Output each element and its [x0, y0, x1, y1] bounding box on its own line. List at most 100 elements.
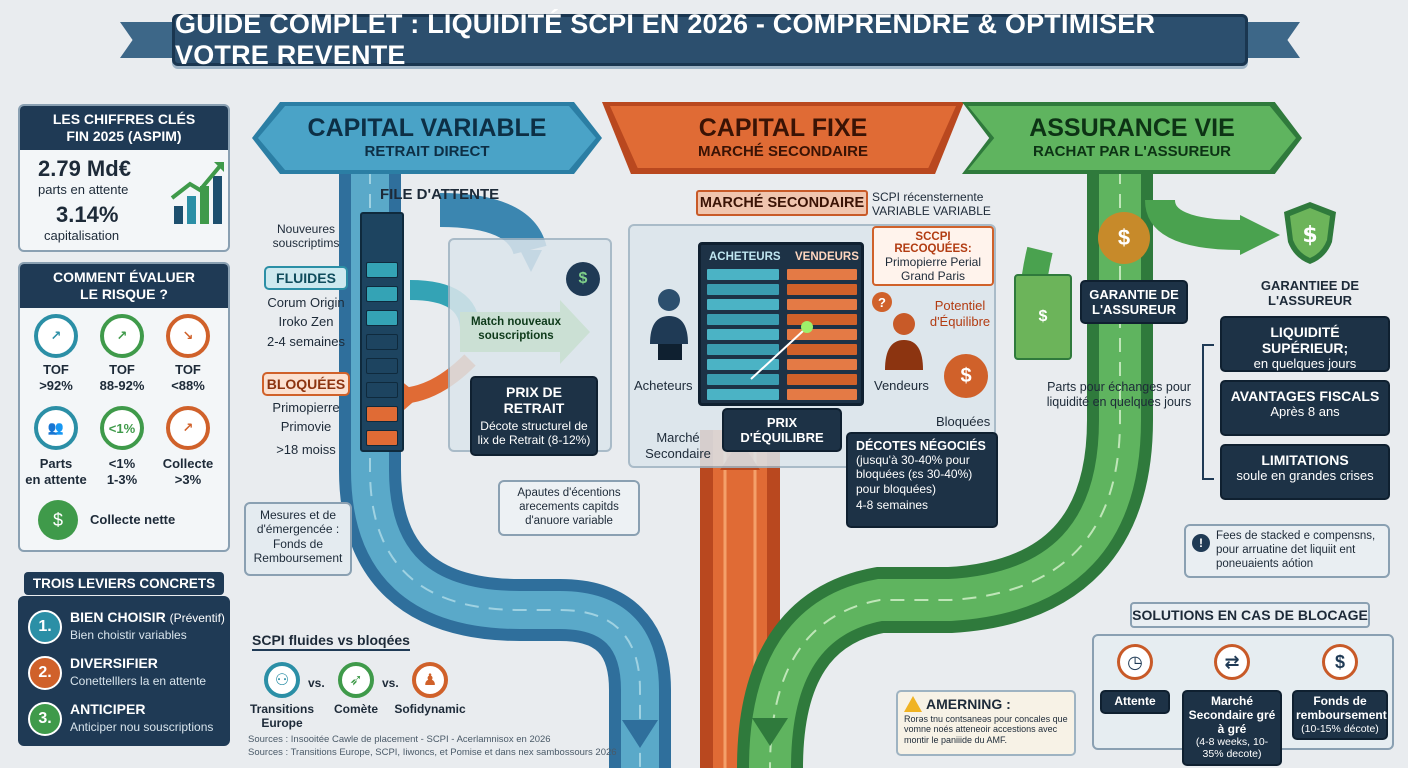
discounts-time: 4-8 semaines: [856, 498, 929, 513]
levers-heading: TROIS LEVIERS CONCRETS: [24, 572, 224, 595]
emergency-note: Mesures et de d'émergencée : Fonds de Re…: [244, 502, 352, 576]
risk-line1: Parts: [39, 456, 73, 471]
assurance-vie-subtitle: RACHAT PAR L'ASSUREUR: [1032, 143, 1231, 160]
key-figures-panel: LES CHIFFRES CLÉS FIN 2025 (ASPIM) 2.79 …: [18, 104, 230, 252]
risk-line1: Collecte: [162, 456, 214, 471]
fees-note: Fees de stacked e compensns, pour arruat…: [1216, 530, 1376, 570]
queue-slot: [366, 430, 398, 446]
discounts-box: DÉCOTES NÉGOCIÉS (jusqu'à 30-40% pour bl…: [846, 432, 998, 528]
seller-row: [787, 314, 857, 325]
lever-number: 3.: [28, 702, 62, 736]
key-figure-value-2: 3.14%: [56, 202, 119, 227]
key-figure-label-2: capitalisation: [44, 228, 120, 243]
risk-line2: 1-3%: [106, 472, 138, 487]
queue-slot: [366, 334, 398, 350]
key-figures-heading: LES CHIFFRES CLÉS FIN 2025 (ASPIM): [20, 106, 228, 150]
risk-line1: <1%: [108, 456, 136, 471]
match-label: Match nouveaux souscriptions: [470, 316, 562, 342]
people-icon: 👥: [34, 406, 78, 450]
money-bag-icon: $: [566, 262, 600, 296]
fvb-icon: ➶: [338, 662, 374, 698]
exceptions-note: Apautes d'écentions arecements capitds d…: [498, 480, 640, 536]
buyers-label: Acheteurs: [634, 378, 693, 393]
seller-row: [787, 389, 857, 400]
benefit-desc: en quelques jours: [1253, 356, 1357, 371]
risk-line1: TOF: [43, 362, 69, 377]
lever-title: BIEN CHOISIR (Préventif): [70, 609, 225, 625]
capital-variable-title: CAPITAL VARIABLE: [307, 114, 547, 142]
risk-line2: >3%: [174, 472, 202, 487]
lever-suffix: (Préventif): [169, 611, 225, 625]
seller-row: [787, 299, 857, 310]
discounts-desc: (jusqu'à 30-40% pour bloquées (ɛs 30-40%…: [856, 453, 973, 496]
bloquees-name-2: Primovie: [280, 419, 332, 434]
warning-text: Rorəs tnu contsaneəs pour concales que v…: [904, 714, 1068, 745]
lever-number: 1.: [28, 610, 62, 644]
fluides-name-1: Corum Origin: [267, 295, 345, 310]
benefit-box: LIQUIDITÉ SUPÉRIEUR;en quelques jours: [1220, 316, 1390, 372]
solution-box: Fonds de remboursement(10-15% décote): [1292, 690, 1388, 740]
col-buyers: ACHETEURS: [709, 251, 781, 263]
fees-note-box: ! Fees de stacked e compensns, pour arru…: [1184, 524, 1390, 578]
requalified-head: SCCPI RECOQUÉES:: [894, 231, 972, 255]
bloquees-name-3: >18 moiss: [276, 442, 336, 457]
solution-title: Fonds de remboursement: [1296, 694, 1387, 722]
chart-down-icon: ↘: [166, 314, 210, 358]
vs-label: vs.: [382, 676, 399, 690]
fluides-name-2: Iroko Zen: [278, 314, 334, 329]
capital-fixe-banner-inner: [610, 106, 956, 168]
chart-up-icon: ↗: [100, 314, 144, 358]
queue-slot: [366, 286, 398, 302]
risk-line1: TOF: [109, 362, 135, 377]
capital-variable-banner-inner: [258, 106, 596, 170]
cash-stack-icon: $: [1014, 274, 1072, 360]
prix-retrait-desc: Décote structurel de lix de Retrait (8-1…: [477, 419, 591, 448]
benefit-desc: Après 8 ans: [1270, 404, 1340, 419]
queue-slot: [366, 358, 398, 374]
shield-money-icon: $: [1284, 202, 1336, 264]
warning-title: AMERNING :: [926, 696, 1011, 712]
buyer-row: [707, 269, 779, 280]
fvb-label: Transitions Europe: [249, 702, 314, 731]
buyer-row: [707, 299, 779, 310]
solution-desc: (4-8 weeks, 10-35% decote): [1195, 736, 1269, 761]
solution-box: Attente: [1100, 690, 1170, 714]
lever-desc: Conettelllers la en attente: [70, 674, 207, 688]
buyer-row: [707, 284, 779, 295]
queue-slot: [366, 406, 398, 422]
seller-row: [787, 344, 857, 355]
risk-heading: COMMENT ÉVALUER LE RISQUE ?: [20, 264, 228, 308]
queue-slot: [366, 382, 398, 398]
page-title: GUIDE COMPLET : LIQUIDITÉ SCPI EN 2026 -…: [172, 9, 1248, 70]
equilibrium-line: [750, 321, 813, 380]
collecte-label: Collecte nette: [90, 512, 176, 527]
risk-line1: TOF: [175, 362, 201, 377]
exchange-icon: ⇄: [1214, 644, 1250, 680]
buyer-row: [707, 389, 779, 400]
chart-up-icon: ↗: [34, 314, 78, 358]
bloquees-name-1: Primopierre: [272, 400, 340, 415]
market-label: MARCHÉ SECONDAIRE: [696, 190, 868, 216]
capital-fixe-title: CAPITAL FIXE: [698, 114, 868, 142]
market-caption: Marché Secondaire: [645, 430, 711, 461]
capital-fixe-subtitle: MARCHÉ SECONDAIRE: [697, 143, 868, 160]
percent-icon: <1%: [100, 406, 144, 450]
solution-box: Marché Secondaire gré à gré(4-8 weeks, 1…: [1182, 690, 1282, 766]
buyer-person-icon: [650, 289, 688, 360]
solutions-heading: SOLUTIONS EN CAS DE BLOCAGE: [1130, 602, 1370, 628]
svg-text:$: $: [1302, 223, 1317, 248]
fvb-icon: ⚇: [264, 662, 300, 698]
hand-money-icon: $: [1322, 644, 1358, 680]
fvb-label: Comète: [333, 702, 378, 716]
solution-title: Attente: [1114, 694, 1156, 708]
solution-title: Marché Secondaire gré à gré: [1188, 694, 1276, 736]
sellers-label: Vendeurs: [874, 378, 929, 393]
seller-person-icon: [885, 313, 923, 370]
lever-desc: Anticiper nou souscriptions: [70, 720, 214, 734]
fvb-label: Sofidynamic: [394, 702, 466, 716]
sources-line-2: Sources : Transitions Europe, SCPI, Iiwo…: [248, 747, 617, 758]
